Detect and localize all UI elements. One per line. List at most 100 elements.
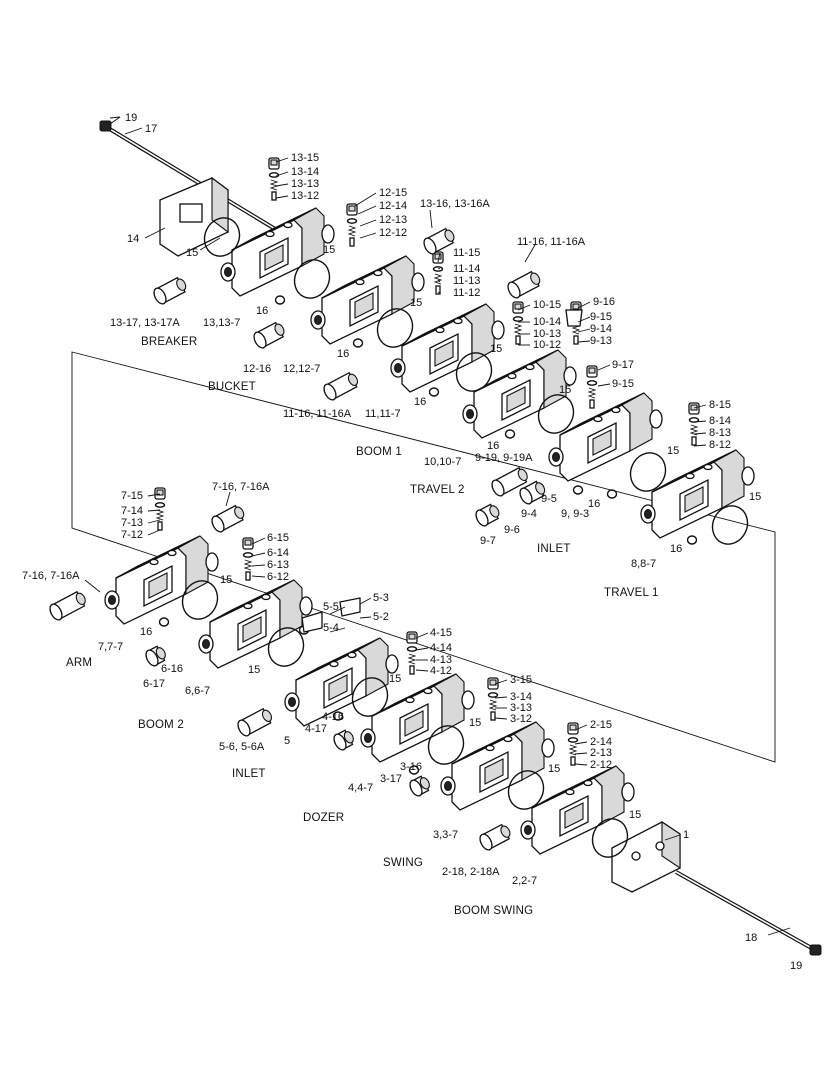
part-label: 19: [790, 960, 802, 972]
end-cover-14: [159, 176, 229, 257]
small-o-ring: [352, 338, 364, 348]
part-label: 9-4: [521, 508, 537, 520]
part-label: 3-16: [400, 761, 422, 773]
part-label: 6-12: [267, 571, 289, 583]
part-label: 2-18, 2-18A: [442, 866, 500, 878]
part-label: 10,10-7: [424, 456, 461, 468]
part-label: 7-13: [121, 517, 143, 529]
part-label: 19: [125, 112, 137, 124]
part-label: 18: [745, 932, 757, 944]
check-valve-5-6: [237, 707, 273, 737]
plug-9-7: [475, 503, 500, 527]
section-boom-swing: [520, 765, 635, 855]
section-label-bucket: BUCKET: [208, 381, 256, 393]
part-label: 13-16, 13-16A: [420, 198, 490, 210]
part-label: 4-15: [430, 627, 452, 639]
small-o-ring: [686, 535, 698, 545]
part-label: 7-16, 7-16A: [22, 570, 80, 582]
section-labels: BREAKER BUCKET BOOM 1 TRAVEL 2 INLET TRA…: [66, 336, 659, 917]
part-label: 5-4: [323, 622, 339, 634]
small-o-ring: [572, 485, 584, 495]
section-arm: [104, 535, 219, 625]
part-label: 9-6: [504, 524, 520, 536]
small-o-ring: [332, 711, 344, 721]
part-label: 7-16, 7-16A: [212, 481, 270, 493]
end-cover-1: [611, 820, 681, 893]
relief-plug-12-16: [253, 321, 285, 349]
part-label: 5: [284, 735, 290, 747]
o-ring-seal: [537, 394, 575, 434]
section-breaker: [220, 207, 335, 297]
part-label: 4-13: [430, 654, 452, 666]
o-ring-seal: [351, 677, 389, 717]
part-label: 12-12: [379, 227, 407, 239]
relief-valve-stack: [688, 402, 700, 446]
part-label: 3-17: [380, 773, 402, 785]
plug-4-17: [333, 729, 354, 751]
part-label: 15: [548, 763, 560, 775]
part-label: 11-16, 11-16A: [517, 236, 586, 248]
part-label: 10-14: [533, 316, 561, 328]
part-label: 3,3-7: [433, 829, 458, 841]
part-label: 11-12: [453, 287, 480, 299]
relief-valve-stack: [346, 203, 358, 247]
relief-valve-9-19: [491, 466, 528, 497]
part-label: 7-15: [121, 490, 143, 502]
part-label: 6-17: [143, 678, 165, 690]
section-label-breaker: BREAKER: [141, 336, 197, 348]
relief-valve-11-16-upper: [507, 270, 541, 299]
part-label: 16: [414, 396, 426, 408]
part-label: 7,7-7: [98, 641, 123, 653]
part-label: 6-15: [267, 532, 289, 544]
section-label-travel1: TRAVEL 1: [604, 587, 659, 599]
part-label: 11-15: [453, 247, 480, 259]
part-label: 9-16: [593, 296, 615, 308]
part-label: 5-6, 5-6A: [219, 741, 265, 753]
part-label: 16: [487, 440, 499, 452]
part-label: 13-17, 13-17A: [110, 317, 180, 329]
relief-valve-stack: [268, 157, 280, 201]
part-label: 6-16: [161, 663, 183, 675]
o-ring-seal: [455, 352, 493, 392]
part-label: 15: [186, 247, 198, 259]
relief-valve-7-16-upper: [211, 504, 245, 533]
part-label: 8-13: [709, 427, 731, 439]
o-ring-seal: [711, 505, 749, 545]
part-label: 15: [220, 574, 232, 586]
part-label: 8-15: [709, 399, 731, 411]
relief-valve-stack: [406, 631, 418, 675]
part-label: 16: [670, 543, 682, 555]
plug-9-4: [519, 480, 546, 505]
o-ring-seal: [427, 725, 465, 765]
relief-valve-stack: [242, 537, 254, 581]
part-label: 7-14: [121, 505, 143, 517]
part-label: 5-3: [373, 592, 389, 604]
part-label: 13-14: [291, 166, 319, 178]
part-label: 1: [683, 829, 689, 841]
relief-plug-13-17: [153, 276, 187, 305]
relief-valve-stack: [567, 722, 579, 766]
part-label: 12-13: [379, 214, 407, 226]
part-label: 15: [629, 809, 641, 821]
section-label-inlet-upper: INLET: [537, 543, 571, 555]
part-label: 10-12: [533, 339, 561, 351]
part-label: 6,6-7: [185, 685, 210, 697]
part-label: 3-13: [510, 702, 532, 714]
section-label-arm: ARM: [66, 657, 92, 669]
part-label: 2-13: [590, 747, 612, 759]
part-label: 3-14: [510, 691, 532, 703]
part-label: 13-13: [291, 178, 319, 190]
part-label: 13-12: [291, 190, 319, 202]
part-label: 2-14: [590, 736, 612, 748]
part-label: 15: [469, 717, 481, 729]
part-label: 9-5: [541, 493, 557, 505]
tie-bolt-bottom: [675, 870, 822, 956]
section-swing: [440, 721, 555, 811]
part-label: 7-12: [121, 529, 143, 541]
plug-3-17: [409, 775, 430, 797]
part-label: 16: [337, 348, 349, 360]
part-label: 12-16: [243, 363, 271, 375]
inlet-cap-5-5: [301, 611, 323, 633]
part-label: 16: [256, 305, 268, 317]
